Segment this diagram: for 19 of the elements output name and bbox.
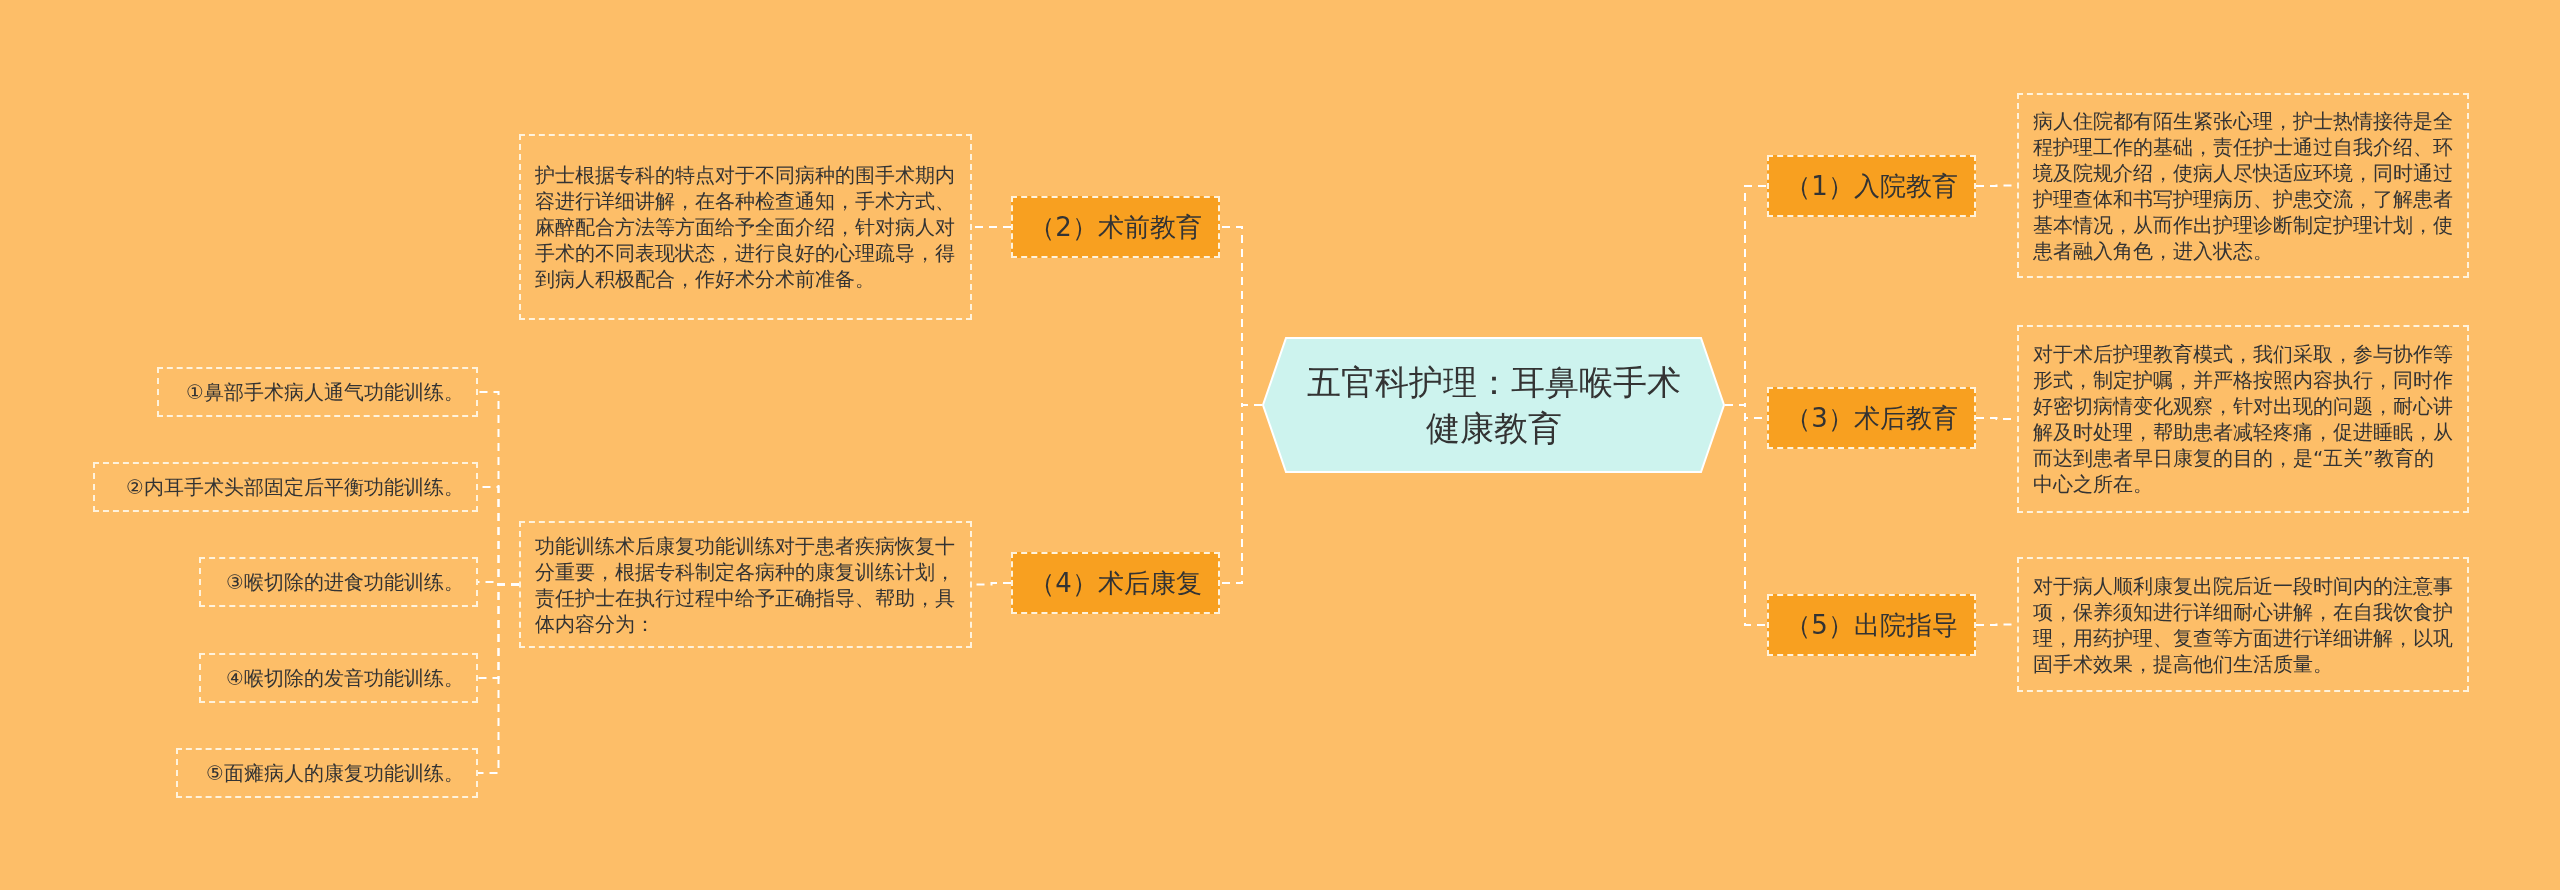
branch-box: （5）出院指导	[1767, 594, 1976, 656]
text-box: 病人住院都有陌生紧张心理，护士热情接待是全程护理工作的基础，责任护士通过自我介绍、环境及院规介绍，使病人尽快适应环境，同时通过护理查体和书写护理病历、护患交流，了解患者基本情况，从而作出护理诊断制定护理计划，使患者融入角色，进入状态。	[2017, 93, 2469, 278]
text-box: 护士根据专科的特点对于不同病种的围手术期内容进行详细讲解，在各种检查通知，手术方式、麻醉配合方法等方面给予全面介绍，针对病人对手术的不同表现状态，进行良好的心理疏导，得到病人积极配合，作好术分术前准备。	[519, 134, 972, 320]
connector-line	[1724, 404, 1768, 626]
branch-box: （4）术后康复	[1011, 552, 1220, 614]
item-box: ②内耳手术头部固定后平衡功能训练。	[93, 462, 478, 512]
text-box: 对于术后护理教育模式，我们采取，参与协作等形式，制定护嘱，并严格按照内容执行，同时作好密切病情变化观察，针对出现的问题，耐心讲解及时处理，帮助患者减轻疼痛，促进睡眠，从而达到患者早日康复的目的，是“五关”教育的中心之所在。	[2017, 325, 2469, 513]
item-box: ①鼻部手术病人通气功能训练。	[157, 367, 478, 417]
branch-box: （2）术前教育	[1011, 196, 1220, 258]
branch-box: （3）术后教育	[1767, 387, 1976, 449]
connector-line	[477, 583, 520, 774]
branch-box: （1）入院教育	[1767, 155, 1976, 217]
topic-hexagon: 五官科护理：耳鼻喉手术健康教育	[1262, 337, 1725, 473]
text-box: 功能训练术后康复功能训练对于患者疾病恢复十分重要，根据专科制定各病种的康复训练计划，责任护士在执行过程中给予正确指导、帮助，具体内容分为：	[519, 521, 972, 648]
item-box: ⑤面瘫病人的康复功能训练。	[176, 748, 478, 798]
text-box: 对于病人顺利康复出院后近一段时间内的注意事项，保养须知进行详细耐心讲解，在自我饮食护理，用药护理、复查等方面进行详细讲解，以巩固手术效果，提高他们生活质量。	[2017, 557, 2469, 692]
item-box: ③喉切除的进食功能训练。	[199, 557, 478, 607]
connector-line	[1219, 404, 1263, 584]
item-box: ④喉切除的发音功能训练。	[199, 653, 478, 703]
